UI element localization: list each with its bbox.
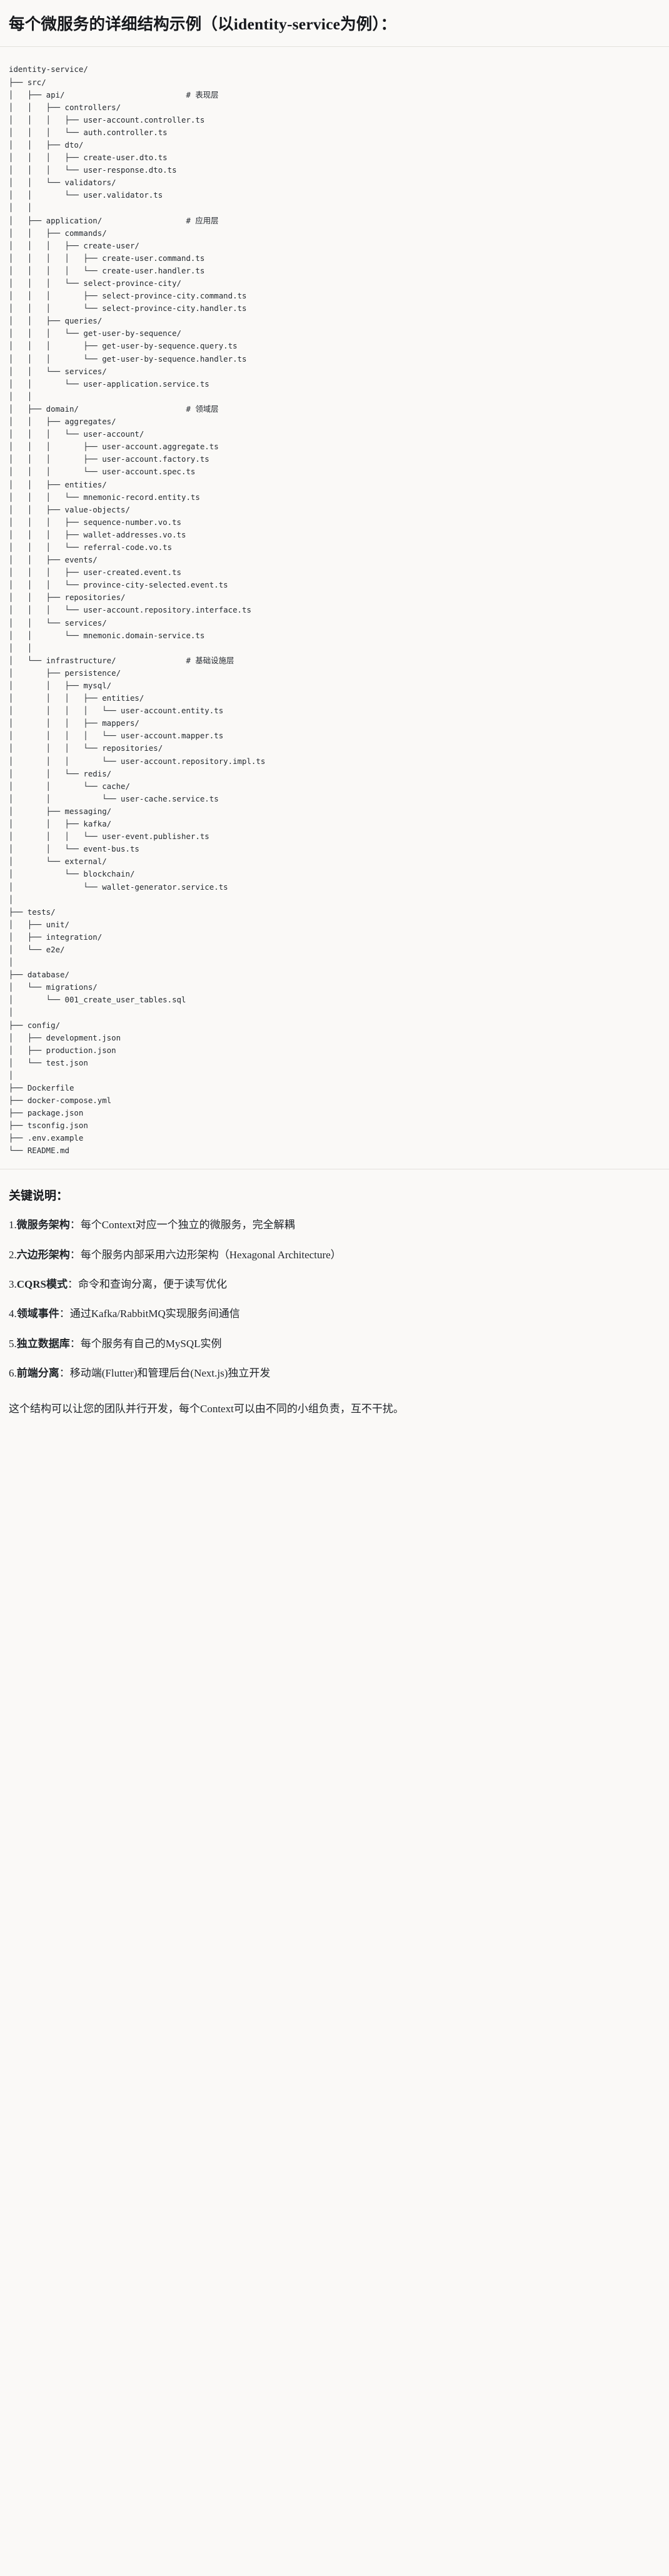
note-number: 5. xyxy=(9,1337,17,1350)
document-page: 每个微服务的详细结构示例（以identity-service为例）： ident… xyxy=(0,15,669,1434)
note-term: 独立数据库 xyxy=(16,1337,70,1350)
note-term: 领域事件 xyxy=(16,1308,59,1320)
directory-tree-block: identity-service/ ├── src/ │ ├── api/ # … xyxy=(0,47,669,1169)
note-separator: ： xyxy=(67,1278,78,1290)
key-notes-block: 关键说明： 1.微服务架构：每个Context对应一个独立的微服务，完全解耦 2… xyxy=(0,1169,669,1434)
directory-tree: identity-service/ ├── src/ │ ├── api/ # … xyxy=(9,64,266,1156)
note-description: 每个Context对应一个独立的微服务，完全解耦 xyxy=(80,1219,295,1231)
note-number: 2. xyxy=(9,1248,17,1261)
note-item: 4.领域事件：通过Kafka/RabbitMQ实现服务间通信 xyxy=(9,1306,660,1322)
note-item: 2.六边形架构：每个服务内部采用六边形架构（Hexagonal Architec… xyxy=(9,1247,660,1263)
note-description: 移动端(Flutter)和管理后台(Next.js)独立开发 xyxy=(69,1367,271,1379)
note-description: 命令和查询分离，便于读写优化 xyxy=(78,1278,227,1290)
header-divider xyxy=(0,46,669,48)
note-separator: ： xyxy=(69,1248,81,1261)
note-separator: ： xyxy=(69,1219,81,1231)
note-item: 6.前端分离：移动端(Flutter)和管理后台(Next.js)独立开发 xyxy=(9,1365,660,1382)
note-number: 1. xyxy=(9,1219,17,1231)
note-item: 1.微服务架构：每个Context对应一个独立的微服务，完全解耦 xyxy=(9,1217,660,1233)
note-term: 微服务架构 xyxy=(16,1219,70,1231)
note-description: 通过Kafka/RabbitMQ实现服务间通信 xyxy=(69,1308,240,1320)
note-number: 4. xyxy=(9,1308,17,1320)
note-description: 每个服务有自己的MySQL实例 xyxy=(80,1337,222,1350)
note-separator: ： xyxy=(59,1367,70,1379)
note-item: 3.CQRS模式：命令和查询分离，便于读写优化 xyxy=(9,1276,660,1293)
note-description: 每个服务内部采用六边形架构（Hexagonal Architecture） xyxy=(80,1248,341,1261)
note-number: 3. xyxy=(9,1278,17,1290)
key-notes-title: 关键说明： xyxy=(9,1189,69,1203)
note-term: 前端分离 xyxy=(16,1367,59,1379)
page-title: 每个微服务的详细结构示例（以identity-service为例）： xyxy=(9,15,397,33)
note-term: CQRS模式 xyxy=(16,1278,68,1290)
note-separator: ： xyxy=(59,1308,70,1320)
note-separator: ： xyxy=(69,1337,81,1350)
closing-paragraph: 这个结构可以让您的团队并行开发，每个Context可以由不同的小组负责，互不干扰… xyxy=(9,1403,404,1415)
note-term: 六边形架构 xyxy=(16,1248,70,1261)
note-item: 5.独立数据库：每个服务有自己的MySQL实例 xyxy=(9,1336,660,1352)
note-number: 6. xyxy=(9,1367,17,1379)
